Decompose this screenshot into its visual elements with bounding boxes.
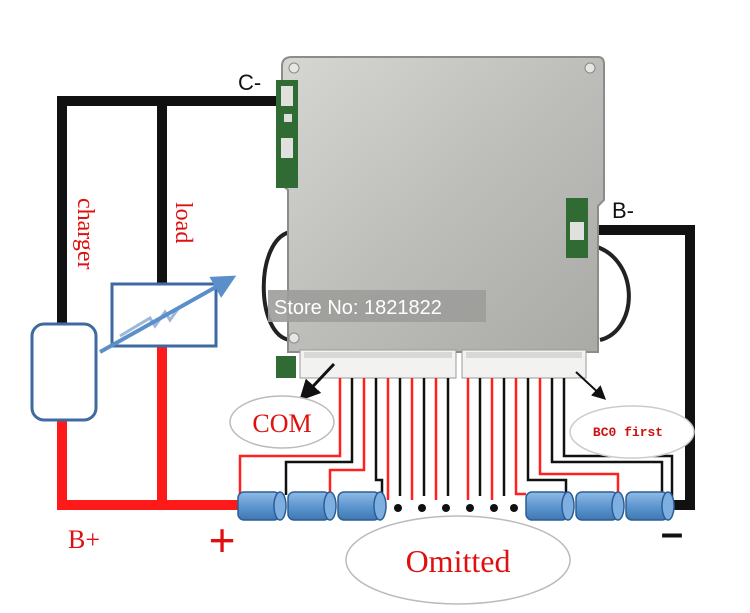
- omitted-bubble: [345, 515, 571, 605]
- c-minus-label: C-: [238, 70, 261, 95]
- plus-sign-label: +: [209, 514, 236, 566]
- battery-cell: [237, 491, 287, 521]
- battery-cell: [625, 491, 675, 521]
- b-minus-label: B-: [612, 198, 634, 223]
- omitted-label: Omitted: [406, 543, 511, 579]
- load-label: load: [170, 202, 196, 243]
- bc0-bubble: [569, 405, 695, 459]
- bc0-first-label: BC0 first: [593, 425, 663, 440]
- load-variable-resistor: [99, 275, 237, 354]
- c-minus-wire: [57, 96, 290, 330]
- omitted-dots: [394, 504, 518, 512]
- store-number-text: Store No: 1821822: [274, 297, 442, 319]
- power-wires: [57, 96, 695, 510]
- left-cable: [261, 230, 291, 342]
- battery-cell: [525, 491, 575, 521]
- com-bubble: [229, 395, 335, 449]
- charger-box: [30, 322, 98, 422]
- b-minus-wire: [585, 225, 695, 510]
- bc0-pointer-arrow: [575, 371, 607, 400]
- charger-label: charger: [72, 198, 98, 270]
- right-cable: [589, 243, 631, 342]
- minus-sign-label: –: [661, 511, 683, 555]
- battery-cells: [237, 491, 675, 521]
- battery-cell: [575, 491, 625, 521]
- battery-cell: [287, 491, 337, 521]
- com-label: COM: [252, 409, 311, 438]
- bms-board: [276, 56, 605, 379]
- com-pointer-arrow: [299, 362, 336, 402]
- b-plus-wire: [57, 420, 240, 510]
- store-banner: [268, 290, 486, 322]
- battery-cell: [337, 491, 387, 521]
- b-plus-label: B+: [68, 525, 100, 554]
